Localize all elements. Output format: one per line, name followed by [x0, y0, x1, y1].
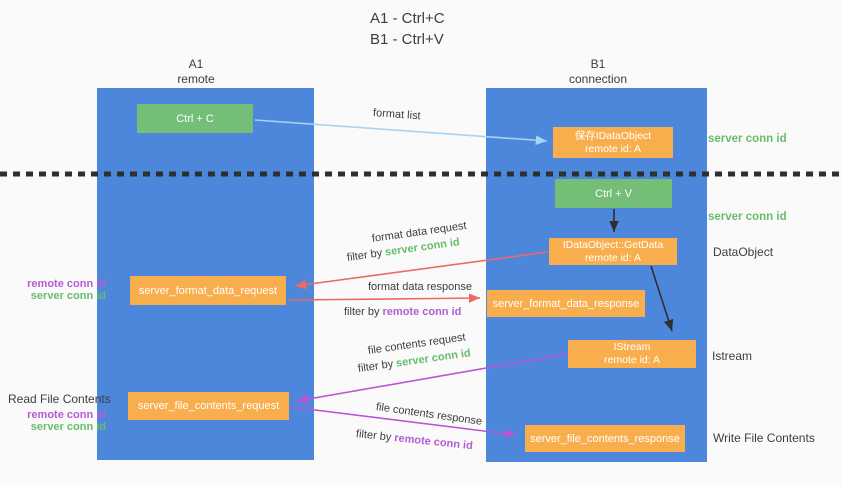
node-ctrl-v: Ctrl + V: [555, 179, 672, 208]
node-server-format-data-request: server_format_data_request: [130, 276, 286, 305]
remote-conn-id-annotation: remote conn id: [27, 278, 106, 290]
dataobject-annotation: DataObject: [713, 245, 774, 259]
server-conn-id-annotation-top: server conn id: [708, 133, 787, 145]
node-save-dataobject-line1: 保存IDataObject: [574, 129, 652, 142]
node-idataobject-getdata-line1: IDataObject::GetData: [562, 238, 664, 251]
node-save-dataobject: 保存IDataObject remote id: A: [553, 127, 673, 158]
file-contents-response-filter-label: filter by remote conn id: [355, 428, 473, 452]
lane-a1-role: remote: [177, 72, 215, 86]
node-istream: IStream remote id: A: [568, 340, 696, 368]
title-line-2: B1 - Ctrl+V: [370, 31, 444, 48]
lane-a1-name: A1: [188, 57, 204, 71]
filter-by-text: filter by: [357, 357, 397, 375]
remote-conn-id-annotation: remote conn id: [27, 409, 106, 421]
read-file-contents-annotation: Read File Contents: [8, 392, 111, 406]
format-data-response-label: format data response: [368, 281, 472, 293]
format-data-response-arrow: [288, 293, 481, 303]
node-istream-line2: remote id: A: [603, 354, 661, 366]
node-idataobject-getdata-line2: remote id: A: [584, 251, 642, 264]
node-save-dataobject-line2: remote id: A: [584, 142, 642, 155]
node-ctrl-v-label: Ctrl + V: [595, 187, 632, 200]
conn-id-pair-file: remote conn id server conn id: [10, 409, 106, 433]
server-conn-id-annotation: server conn id: [30, 290, 106, 302]
node-server-format-data-request-label: server_format_data_request: [138, 284, 278, 297]
title-line-1: A1 - Ctrl+C: [370, 10, 445, 27]
node-server-format-data-response-label: server_format_data_response: [492, 297, 640, 310]
node-server-file-contents-request: server_file_contents_request: [128, 392, 289, 420]
remote-conn-id-text: remote conn id: [382, 306, 462, 318]
lane-header-b1: B1 connection: [556, 57, 640, 87]
format-list-label: format list: [372, 107, 421, 123]
file-contents-response-label: file contents response: [375, 401, 483, 428]
diagram-title: A1 - Ctrl+C B1 - Ctrl+V: [370, 8, 445, 50]
lane-b1-name: B1: [590, 57, 606, 71]
filter-by-text: filter by: [355, 428, 395, 444]
lane-b1-role: connection: [568, 72, 628, 86]
node-server-file-contents-response-label: server_file_contents_response: [530, 432, 680, 445]
write-file-contents-annotation: Write File Contents: [713, 431, 815, 445]
format-data-response-filter-label: filter by remote conn id: [344, 306, 461, 318]
node-ctrl-c-label: Ctrl + C: [176, 112, 214, 125]
node-server-format-data-response: server_format_data_response: [487, 290, 645, 317]
lane-header-a1: A1 remote: [156, 57, 236, 87]
server-conn-id-annotation-mid: server conn id: [708, 211, 787, 223]
filter-by-text: filter by: [346, 246, 386, 264]
server-conn-id-annotation: server conn id: [30, 421, 106, 433]
node-server-file-contents-response: server_file_contents_response: [525, 425, 685, 452]
node-ctrl-c: Ctrl + C: [137, 104, 253, 133]
conn-id-pair-format: remote conn id server conn id: [10, 278, 106, 302]
filter-by-text: filter by: [344, 306, 383, 318]
node-server-file-contents-request-label: server_file_contents_request: [137, 400, 280, 412]
remote-conn-id-text: remote conn id: [393, 432, 474, 453]
node-istream-line1: IStream: [613, 341, 651, 353]
node-idataobject-getdata: IDataObject::GetData remote id: A: [549, 238, 677, 265]
istream-annotation: Istream: [712, 349, 753, 363]
